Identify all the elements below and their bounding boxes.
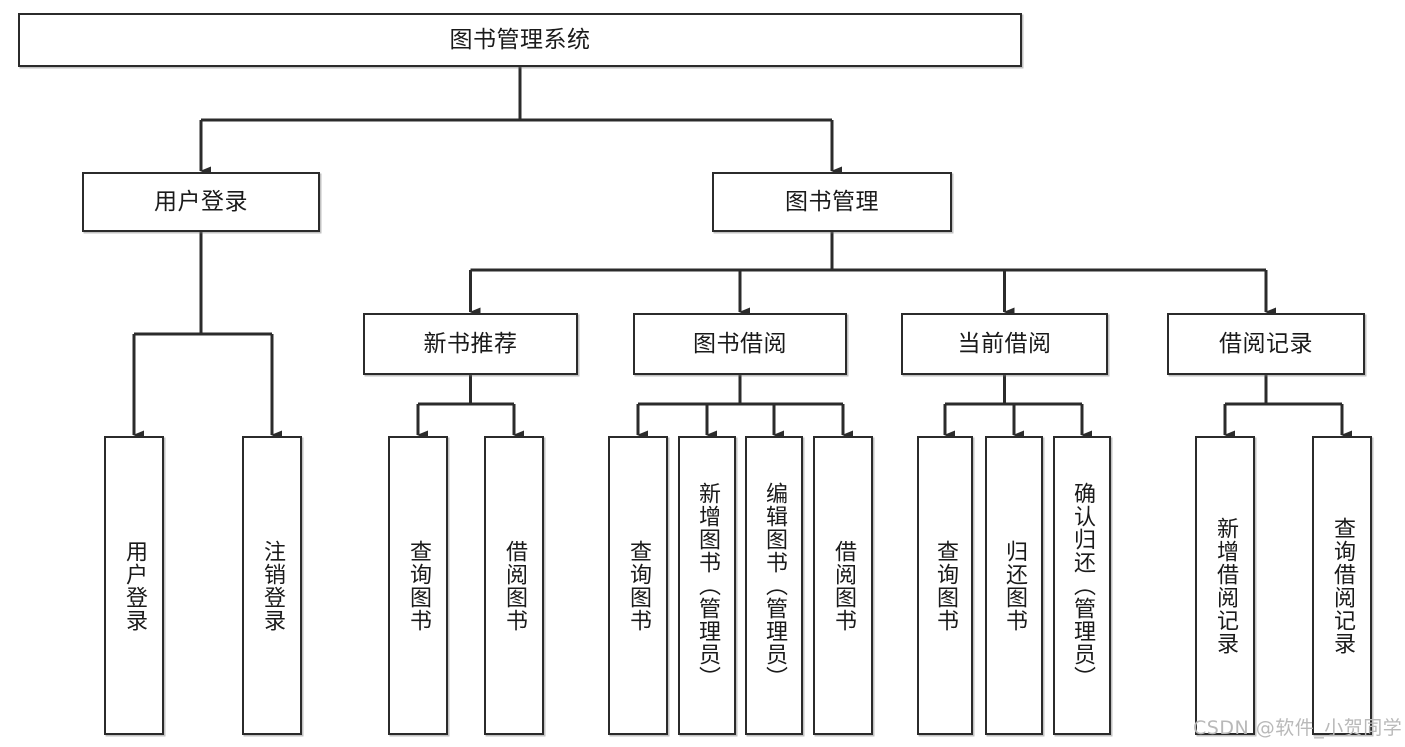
node-label: 归还图书 (1001, 539, 1027, 632)
node-borrow-record[interactable]: 借阅记录 (1167, 313, 1365, 375)
node-leaf-query-book-1[interactable]: 查询图书 (388, 436, 448, 735)
node-leaf-edit-book[interactable]: 编辑图书（管理员） (745, 436, 803, 735)
node-label: 查询图书 (405, 539, 431, 632)
node-label: 编辑图书（管理员） (761, 482, 787, 689)
node-label: 图书管理 (785, 188, 879, 215)
node-leaf-query-book-3[interactable]: 查询图书 (917, 436, 973, 735)
node-label: 借阅图书 (501, 539, 527, 632)
node-book-manage[interactable]: 图书管理 (712, 172, 952, 232)
node-label: 用户登录 (154, 188, 248, 215)
node-label: 借阅记录 (1219, 330, 1313, 357)
node-label: 当前借阅 (957, 330, 1052, 357)
node-book-borrow[interactable]: 图书借阅 (633, 313, 847, 375)
node-leaf-borrow-book-1[interactable]: 借阅图书 (484, 436, 544, 735)
node-label: 注销登录 (259, 539, 285, 632)
node-label: 借阅图书 (830, 539, 856, 632)
node-label: 新书推荐 (423, 330, 518, 357)
node-label: 图书管理系统 (449, 26, 591, 53)
node-leaf-borrow-book-2[interactable]: 借阅图书 (813, 436, 873, 735)
node-leaf-add-book[interactable]: 新增图书（管理员） (678, 436, 736, 735)
node-label: 新增图书（管理员） (694, 482, 720, 689)
node-new-book-recommend[interactable]: 新书推荐 (363, 313, 578, 375)
node-label: 查询借阅记录 (1329, 516, 1355, 655)
node-leaf-return-book[interactable]: 归还图书 (985, 436, 1043, 735)
node-label: 图书借阅 (693, 330, 787, 357)
node-leaf-logout[interactable]: 注销登录 (242, 436, 302, 735)
node-label: 用户登录 (121, 539, 147, 632)
node-leaf-query-book-2[interactable]: 查询图书 (608, 436, 668, 735)
node-label: 新增借阅记录 (1212, 516, 1238, 655)
node-leaf-confirm-return[interactable]: 确认归还（管理员） (1053, 436, 1111, 735)
node-label: 查询图书 (932, 539, 958, 632)
node-leaf-add-record[interactable]: 新增借阅记录 (1195, 436, 1255, 735)
node-user-login[interactable]: 用户登录 (82, 172, 320, 232)
node-leaf-query-record[interactable]: 查询借阅记录 (1312, 436, 1372, 735)
node-current-borrow[interactable]: 当前借阅 (901, 313, 1108, 375)
node-leaf-user-login[interactable]: 用户登录 (104, 436, 164, 735)
node-root[interactable]: 图书管理系统 (18, 13, 1022, 67)
node-label: 确认归还（管理员） (1069, 482, 1095, 689)
node-label: 查询图书 (625, 539, 651, 632)
